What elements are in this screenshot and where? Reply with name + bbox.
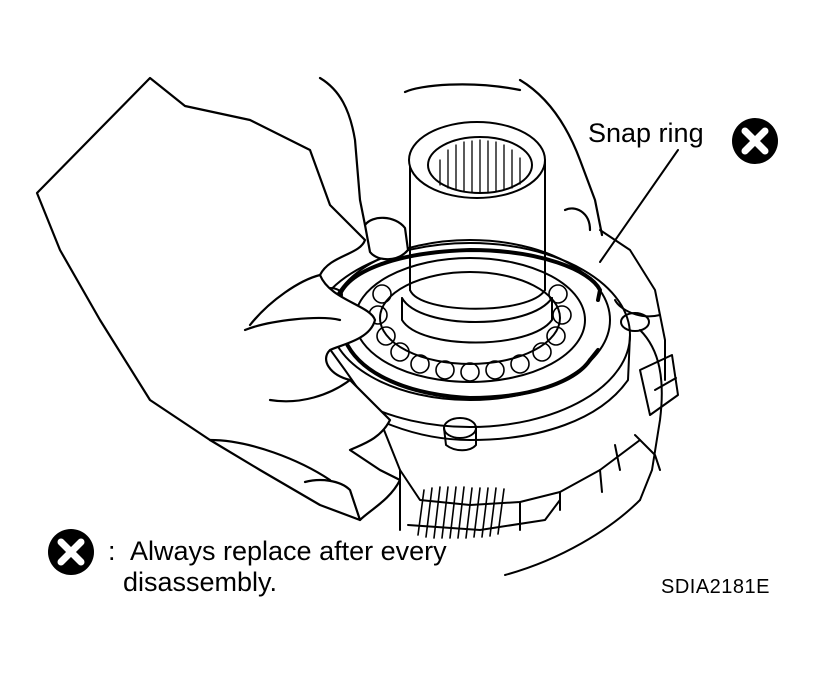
figure-code: SDIA2181E — [661, 576, 771, 598]
ball-bearing — [354, 257, 586, 383]
legend-text-line1: Always replace after every — [130, 536, 447, 566]
legend-separator: : — [108, 536, 116, 566]
snap-ring-leader-line — [599, 149, 679, 263]
legend-replace-x-icon — [48, 529, 94, 575]
legend-text-line2: disassembly. — [123, 567, 278, 597]
output-shaft — [401, 121, 553, 344]
housing-lower-edge — [504, 499, 641, 576]
snap-ring — [336, 248, 602, 400]
replace-x-icon — [732, 118, 778, 164]
gear-teeth — [417, 486, 505, 539]
snap-ring-label: Snap ring — [588, 118, 704, 148]
transfer-housing — [304, 229, 679, 539]
left-hand — [35, 76, 402, 522]
right-hand — [318, 76, 604, 261]
